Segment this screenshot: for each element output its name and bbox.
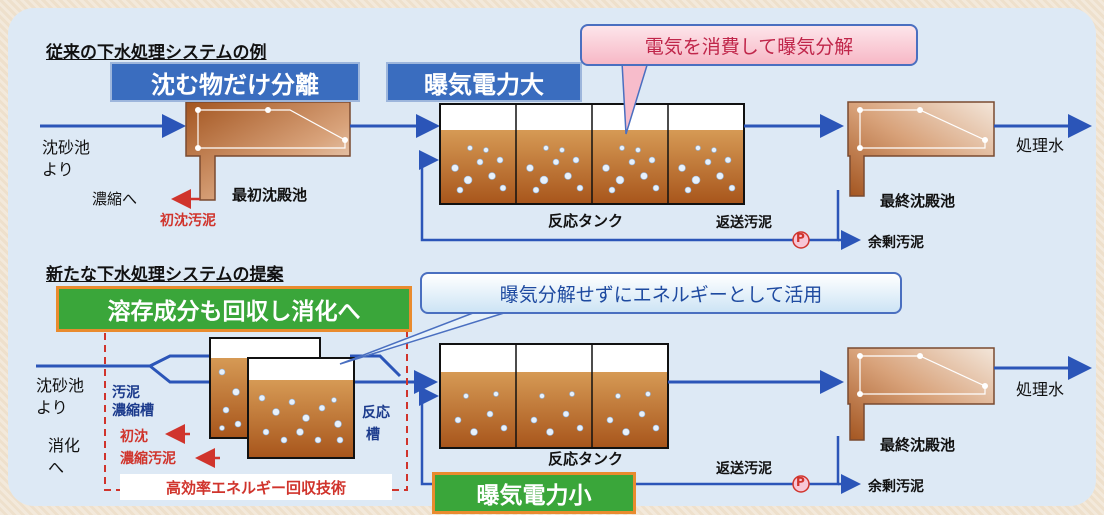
badge-high-aeration-power: 曝気電力大 — [386, 62, 582, 102]
bottom-reaction-tank-label: 反応タンク — [548, 450, 624, 468]
primary-sludge-label: 初沈汚泥 — [160, 213, 216, 229]
top-excess-sludge-label: 余剰汚泥 — [868, 235, 924, 251]
thickener-label-2: 濃縮槽 — [112, 403, 154, 419]
badge-recover-dissolved: 溶存成分も回収し消化へ — [56, 286, 412, 332]
small-reaction-label-1: 反応 — [362, 405, 390, 421]
primary-thick-label-1: 初沈 — [120, 429, 148, 445]
small-reaction-label-2: 槽 — [366, 427, 380, 443]
to-digestion-label-2: へ — [48, 458, 65, 477]
primary-thick-label-2: 濃縮汚泥 — [120, 451, 176, 467]
proposed-heading: 新たな下水処理システムの提案 — [46, 265, 284, 285]
top-pump — [792, 231, 810, 249]
top-return-sludge-label: 返送汚泥 — [716, 215, 772, 231]
top-air-bubbles — [451, 145, 736, 194]
energy-recovery-tech-label: 高効率エネルギー回収技術 — [120, 474, 392, 500]
to-thickening-label: 濃縮へ — [92, 190, 138, 208]
bottom-inlet-label-2: より — [36, 398, 68, 417]
bottom-inlet-label-1: 沈砂池 — [36, 376, 85, 395]
top-inlet-label-1: 沈砂池 — [42, 138, 91, 157]
top-inlet-label-2: より — [42, 160, 74, 179]
bottom-excess-sludge-label: 余剰汚泥 — [868, 479, 924, 495]
bottom-pump-label: P — [796, 475, 805, 489]
conventional-heading: 従来の下水処理システムの例 — [46, 43, 267, 63]
top-treated-water-label: 処理水 — [1016, 136, 1065, 155]
to-digestion-label-1: 消化 — [48, 436, 81, 455]
top-final-clarifier-label: 最終沈殿池 — [880, 192, 956, 210]
primary-clarifier-label: 最初沈殿池 — [232, 186, 308, 204]
top-return-sludge-line — [420, 160, 840, 242]
top-reaction-tank-label: 反応タンク — [548, 212, 624, 230]
bottom-return-sludge-label: 返送汚泥 — [716, 461, 772, 477]
top-primary-clarifier-shape — [185, 101, 351, 201]
thickener-label-1: 汚泥 — [112, 385, 140, 401]
badge-low-aeration-power: 曝気電力小 — [432, 472, 636, 514]
top-pump-label: P — [796, 231, 805, 245]
bottom-air-bubbles — [454, 391, 660, 436]
bottom-treated-water-label: 処理水 — [1016, 380, 1065, 399]
callout-use-as-energy: 曝気分解せずにエネルギーとして活用 — [420, 272, 902, 314]
bottom-pump — [792, 475, 810, 493]
badge-settle-only: 沈む物だけ分離 — [110, 62, 360, 102]
callout-aeration-consumes-power: 電気を消費して曝気分解 — [580, 24, 918, 66]
bottom-final-clarifier-label: 最終沈殿池 — [880, 436, 956, 454]
top-final-clarifier-shape — [847, 101, 995, 197]
